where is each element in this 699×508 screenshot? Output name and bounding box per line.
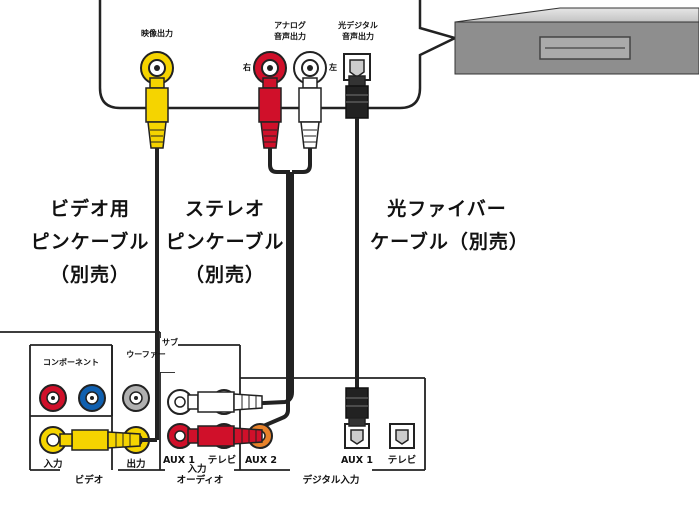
digital-tv-jack bbox=[389, 423, 415, 449]
subwoofer-label-box bbox=[160, 338, 178, 372]
digital-tv-label: テレビ bbox=[387, 455, 417, 466]
video-plug-top bbox=[145, 77, 169, 149]
source-video-jack bbox=[140, 51, 174, 85]
stereo-cable-label-3: （別売） bbox=[184, 264, 265, 286]
analog-out-label-2: 音声出力 bbox=[274, 32, 306, 41]
optical-plug-bottom bbox=[345, 387, 369, 427]
player-device bbox=[454, 7, 699, 75]
video-out-label: 映像出力 bbox=[141, 29, 173, 38]
optical-cable-label-2: ケーブル（別売） bbox=[370, 231, 529, 253]
video-cable-label-2: ピンケーブル bbox=[30, 231, 150, 253]
subwoofer-label-2: ウーファー bbox=[126, 350, 166, 359]
stereo-cable bbox=[239, 148, 312, 438]
optical-out-label-2: 音声出力 bbox=[342, 32, 374, 41]
video-section-label: ビデオ bbox=[74, 475, 104, 486]
left-label: 左 bbox=[329, 63, 337, 72]
stereo-cable-label-1: ステレオ bbox=[184, 198, 265, 220]
aux2-label: AUX 2 bbox=[244, 455, 278, 466]
audio-section-label: オーディオ bbox=[176, 475, 224, 486]
digital-aux1-label: AUX 1 bbox=[340, 455, 374, 466]
subwoofer-jack bbox=[122, 384, 150, 412]
optical-cable-label-1: 光ファイバー bbox=[387, 198, 507, 220]
digital-section-label: デジタル入力 bbox=[302, 475, 360, 486]
audio-plug-bottom-white bbox=[187, 391, 263, 413]
right-label: 右 bbox=[243, 63, 251, 72]
audio-plug-bottom-red bbox=[187, 425, 263, 447]
audio-plug-top-red bbox=[258, 77, 282, 149]
audio-plug-top-white bbox=[298, 77, 322, 149]
video-plug-bottom bbox=[59, 429, 141, 451]
subwoofer-label-1: サブ bbox=[162, 338, 178, 347]
analog-out-label-1: アナログ bbox=[274, 21, 306, 30]
output-label: 出力 bbox=[126, 459, 146, 470]
component-label: コンポーネント bbox=[43, 358, 99, 367]
video-cable-label-1: ビデオ用 bbox=[49, 198, 130, 220]
input-label: 入力 bbox=[43, 459, 63, 470]
component-jack-red bbox=[39, 384, 67, 412]
tv-label: テレビ bbox=[207, 455, 237, 466]
audio-input-label: 入力 bbox=[187, 464, 207, 475]
optical-plug-top bbox=[345, 75, 369, 119]
component-jack-blue bbox=[78, 384, 106, 412]
video-cable-label-3: （別売） bbox=[49, 264, 130, 286]
optical-out-label-1: 光デジタル bbox=[338, 21, 378, 30]
stereo-cable-label-2: ピンケーブル bbox=[165, 231, 285, 253]
aux1-label: AUX 1 bbox=[162, 455, 196, 466]
digital-aux1-jack bbox=[344, 423, 370, 449]
